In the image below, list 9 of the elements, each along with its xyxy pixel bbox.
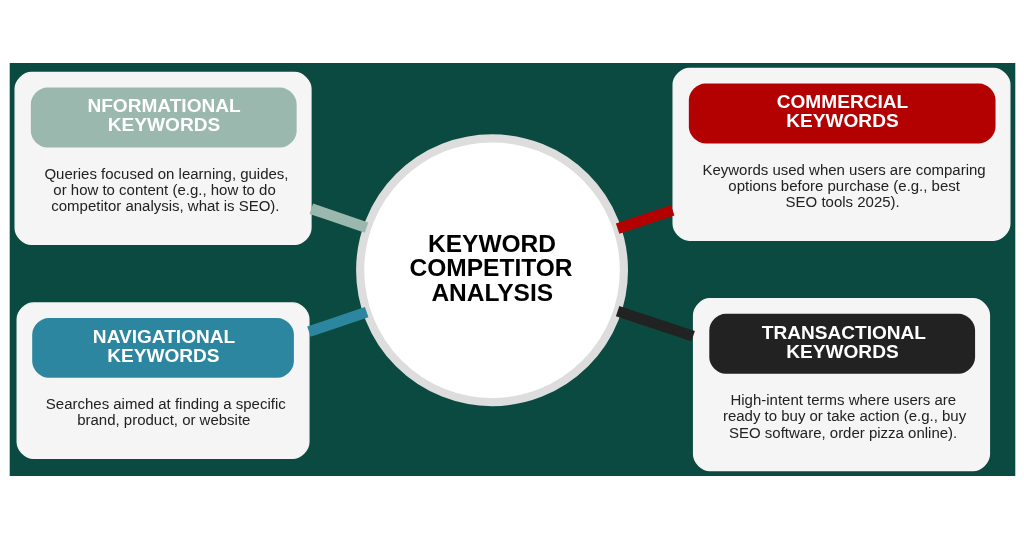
- node-box: NAVIGATIONAL KEYWORDS Searches aimed at finding a specific brand, product, or website: [16, 301, 310, 459]
- node-box: COMMERCIAL KEYWORDS Keywords used when users are comparing options before purchase (e.g., best SEO tools 2025).: [672, 67, 1010, 241]
- connector: [306, 306, 368, 337]
- node-circle: KEYWORD COMPETITOR ANALYSIS: [355, 133, 628, 406]
- connector: [615, 204, 674, 234]
- connector: [309, 203, 368, 233]
- node-box: TRANSACTIONAL KEYWORDS High-intent terms where users are ready to buy or take action (e.g., buy SEO software, order pizza online).: [692, 297, 990, 471]
- connector: [615, 305, 695, 341]
- node-box: NFORMATIONAL KEYWORDS Queries focused on learning, guides, or how to content (e.g., how to do competitor analysis, what is SEO).: [14, 71, 312, 245]
